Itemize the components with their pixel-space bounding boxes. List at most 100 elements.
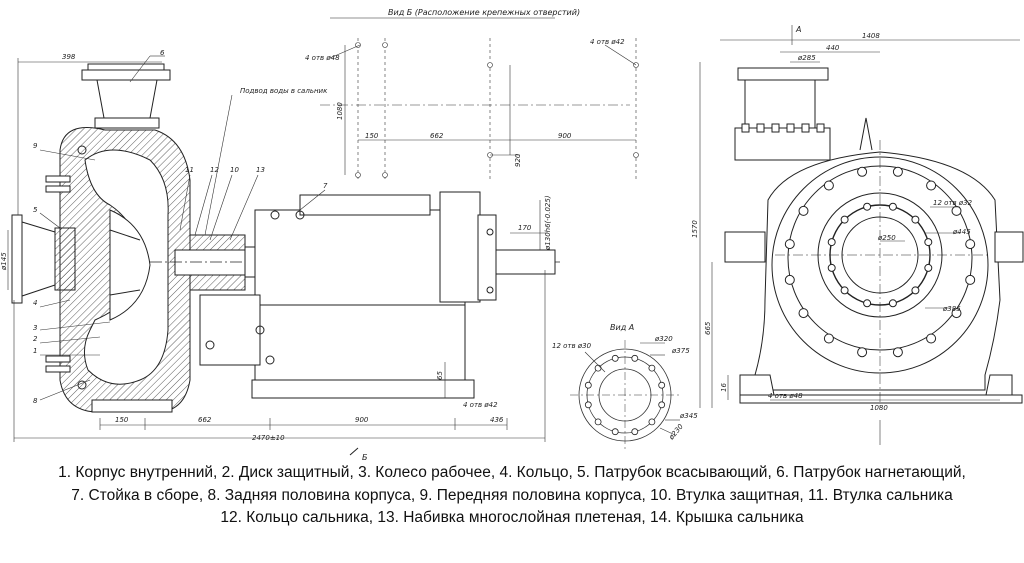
arrow-b-label: Б [362,453,368,460]
dim-345: ø345 [679,412,698,420]
discharge-flange-bolt [786,123,795,133]
dim-65: 65 [436,371,444,380]
dim-150: 150 [115,416,129,424]
dim-665: 665 [704,321,712,335]
view-a-bolt-hole [631,354,639,362]
callout-12: 12 [210,166,219,174]
callout-1: 1 [33,347,37,355]
casing-bolt [892,347,903,358]
dim-250: ø250 [877,234,896,242]
dim-holes48-top: 4 отв ø48 [305,54,340,62]
discharge-flange-bolt [771,123,780,133]
flange-bolt [911,215,920,224]
callout-10: 10 [230,166,239,174]
flange-bolt [827,238,836,247]
view-a-bolt-hole [594,418,602,426]
dim-1080-vert: 1080 [336,102,344,120]
view-a-bolt-hole [648,418,656,426]
dim-920: 920 [514,153,522,167]
flange-bolt [924,263,933,272]
flange-bolt [840,215,849,224]
casing-bolt [784,274,795,285]
flange-bolt [863,299,872,308]
callout-5: 5 [33,206,38,214]
drain-note: Подвод воды в сальник [240,87,328,95]
flange-bolt [888,202,897,211]
pump-assembly-drawing: Вид Б (Расположение крепежных отверстий)… [0,8,1024,460]
legend-line-1: 1. Корпус внутренний, 2. Диск защитный, … [58,464,966,481]
casing-bolt [926,333,937,344]
dim-385: ø385 [942,305,961,313]
view-a-bolt-hole [658,401,666,409]
front-view [724,67,1024,410]
discharge-flange-bolt [801,123,810,133]
view-a-bolt-hole [611,428,619,436]
callout-4: 4 [33,299,37,307]
dim-230: ø230 [667,422,685,442]
view-a-bolt-hole [584,381,592,389]
casing-bolt [798,308,809,319]
flange-bolt [924,238,933,247]
dim-398: 398 [62,53,76,61]
dim-16: 16 [720,383,728,392]
callout-leaders [39,55,326,401]
dim-145: ø145 [0,252,8,271]
casing-bolt [857,166,868,177]
casing-bolt [798,205,809,216]
casing-bolt [857,347,868,358]
view-a-bolt-hole [611,354,619,362]
casing-bolt [965,239,976,250]
dim-445: ø445 [952,228,971,236]
discharge-flange-bolt [741,123,750,133]
casing-bolt [784,239,795,250]
dim-150-top: 150 [365,132,379,140]
callout-11: 11 [185,166,194,174]
dim-2470: 2470±10 [252,434,285,442]
dim-holes42-side: 4 отв ø42 [463,401,498,409]
view-b-hole-layout [320,38,639,182]
callout-9: 9 [33,142,38,150]
dim-shaft: ø130h6(-0.025) [544,195,552,251]
dim-662-top: 662 [430,132,444,140]
view-a-bolt-hole [658,381,666,389]
callout-6: 6 [160,49,165,57]
parts-legend: 1. Корпус внутренний, 2. Диск защитный, … [0,462,1024,530]
dim-900-top: 900 [558,132,572,140]
dim-320: ø320 [654,335,673,343]
dim-285: ø285 [797,54,816,62]
callout-2: 2 [33,335,38,343]
casing-bolt [823,180,834,191]
dim-holes42-top: 4 отв ø42 [590,38,625,46]
dim-holes48-front: 4 отв ø48 [768,392,803,400]
view-a-title: Вид А [610,323,634,332]
flange-bolt [827,263,836,272]
view-a-bolt-hole [648,364,656,372]
view-a-bolt-hole [631,428,639,436]
dim-1570: 1570 [691,220,699,238]
view-a-bolt-hole [594,364,602,372]
dim-1080-front: 1080 [870,404,888,412]
view-a-bolt-hole [584,401,592,409]
flange-bolt [888,299,897,308]
view-b-title: Вид Б (Расположение крепежных отверстий) [388,8,580,17]
front-view-dimensions [699,25,1020,445]
legend-line-2: 7. Стойка в сборе, 8. Задняя половина ко… [71,486,953,504]
view-a-flange [570,340,680,450]
casing-bolt [823,333,834,344]
flange-bolt [863,202,872,211]
side-view [11,63,560,413]
casing-bolt [926,180,937,191]
callout-8: 8 [33,397,38,405]
casing-bolt [951,308,962,319]
dim-holes32: 12 отв ø32 [933,199,973,207]
callout-13: 13 [256,166,265,174]
legend-line-3: 12. Кольцо сальника, 13. Набивка многосл… [220,509,804,526]
discharge-flange-bolt [816,123,825,133]
dim-440: 440 [826,44,840,52]
discharge-flange-bolt [756,123,765,133]
dim-900: 900 [355,416,369,424]
dim-170: 170 [518,224,532,232]
dim-375: ø375 [671,347,690,355]
callout-7: 7 [323,182,328,190]
flange-bolt [840,286,849,295]
